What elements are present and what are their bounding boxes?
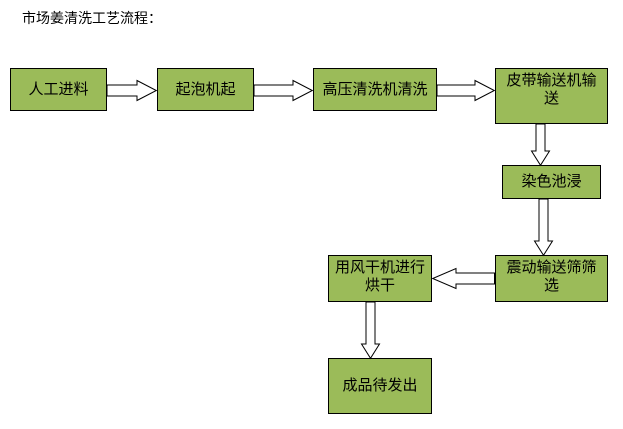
node-label: 用风干机进行: [334, 258, 425, 276]
node-label: 人工进料: [28, 79, 89, 98]
node-finished-goods[interactable]: 成品待发出: [328, 358, 432, 414]
arrow-right-icon-feed-to-bubble: [106, 79, 158, 102]
node-label: 皮带输送机输: [506, 71, 597, 89]
node-label: 高压清洗机清洗: [322, 79, 428, 98]
node-dye-pool-soak[interactable]: 染色池浸: [502, 165, 601, 199]
node-label: 起泡机起: [175, 79, 236, 98]
node-label-overflow: 送: [543, 88, 559, 107]
node-label: 成品待发出: [342, 376, 418, 395]
page-title: 市场姜清洗工艺流程：: [22, 11, 162, 27]
node-high-pressure-washer[interactable]: 高压清洗机清洗: [313, 68, 437, 111]
node-bubble-washer[interactable]: 起泡机起: [157, 68, 254, 111]
node-label: 染色池浸: [521, 172, 582, 191]
node-vibrating-screen[interactable]: 震动输送筛筛 选: [495, 255, 608, 302]
arrow-down-icon-belt-to-dye: [530, 123, 551, 167]
node-label-overflow: 烘干: [364, 275, 395, 294]
arrow-down-icon-dye-to-vibrating: [533, 198, 554, 257]
arrow-down-icon-dryer-to-finished: [360, 301, 381, 360]
node-label-overflow: 选: [543, 275, 559, 294]
node-manual-feed[interactable]: 人工进料: [10, 68, 107, 111]
arrow-right-icon-bubble-to-highpressure: [253, 79, 314, 102]
node-label: 震动输送筛筛: [506, 258, 597, 276]
node-air-dryer[interactable]: 用风干机进行 烘干: [328, 255, 432, 302]
arrow-left-icon-vibrating-to-dryer: [431, 267, 495, 290]
node-belt-conveyor[interactable]: 皮带输送机输 送: [495, 68, 608, 124]
arrow-right-icon-highpressure-to-belt: [436, 79, 496, 102]
